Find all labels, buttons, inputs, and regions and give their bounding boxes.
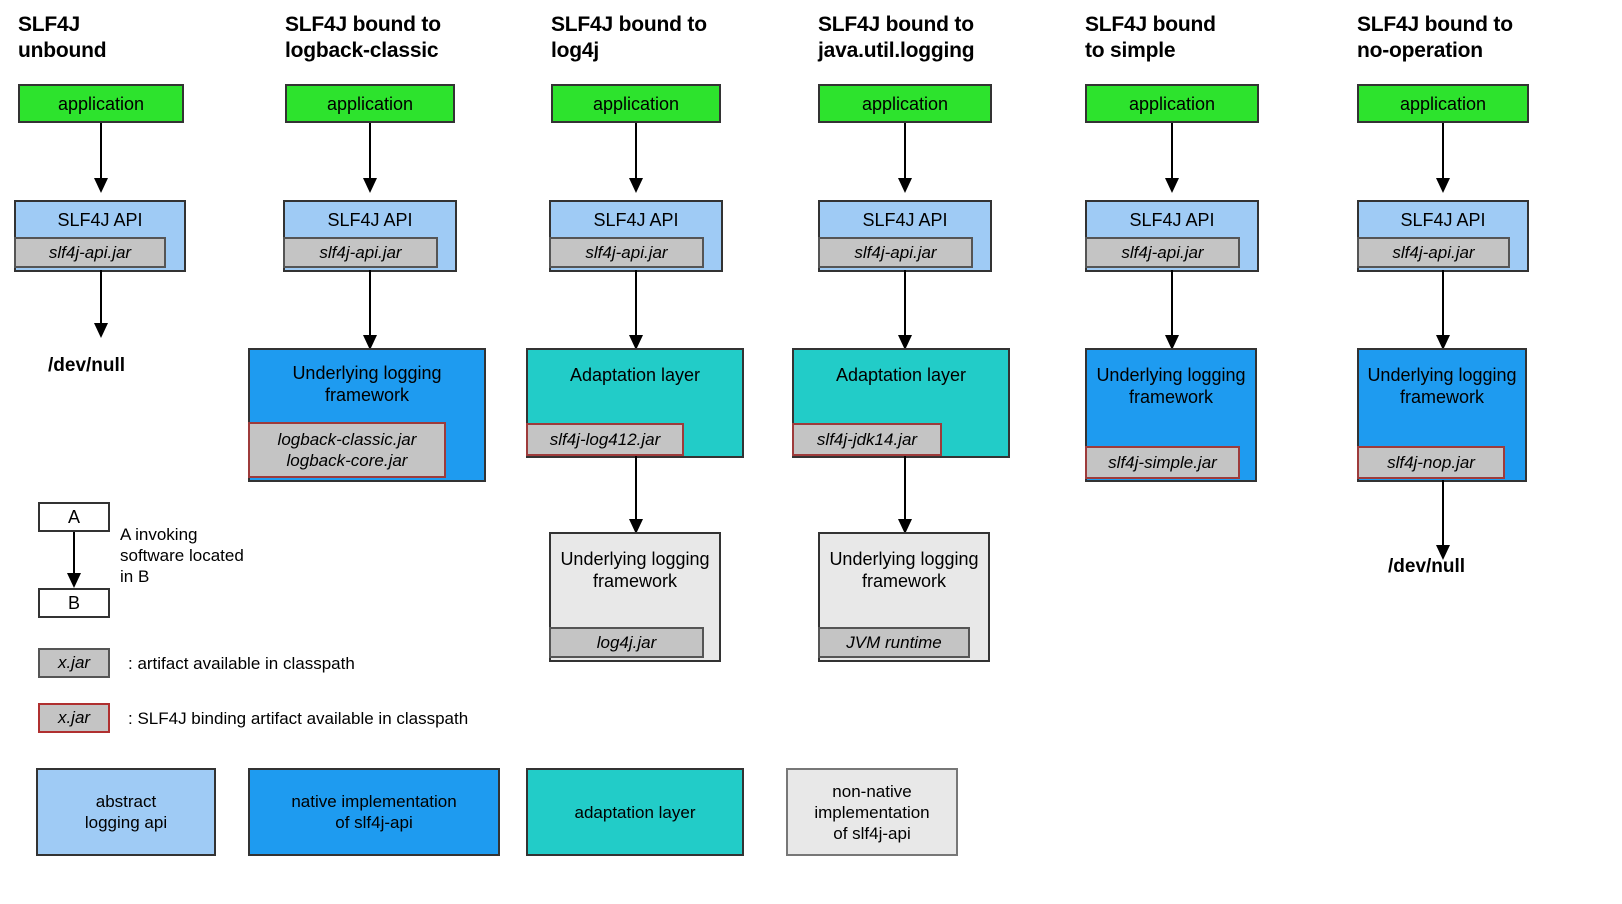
column-title-java-util-logging: SLF4J bound to java.util.logging [818,13,975,62]
box-underlying-framework-label: Underlying logging framework [560,549,710,591]
legend-chip-artifact: x.jar [38,648,110,678]
legend-swatch-adaptation-layer: adaptation layer [526,768,744,856]
jar-slf4j-api-log4j: slf4j-api.jar [549,237,704,268]
jar-slf4j-api-nop: slf4j-api.jar [1357,237,1510,268]
legend-box-b: B [38,588,110,618]
terminal-devnull-nop: /dev/null [1388,556,1466,577]
jar-slf4j-simple-simple: slf4j-simple.jar [1085,446,1240,479]
legend-swatch-abstract-logging-api: abstract logging api [36,768,216,856]
legend-artifact-text: : artifact available in classpath [128,654,355,673]
column-title-no-operation: SLF4J bound to no-operation [1357,13,1513,62]
legend-box-a: A [38,502,110,532]
box-application-jul: application [818,84,992,123]
jar-logback-logback: logback-classic.jar logback-core.jar [248,422,446,478]
legend-binding-artifact-text: : SLF4J binding artifact available in cl… [128,709,469,728]
box-slf4j-api-label: SLF4J API [593,210,679,230]
jar-slf4j-api-simple: slf4j-api.jar [1085,237,1240,268]
column-title-unbound: SLF4J unbound [18,13,107,62]
box-underlying-framework-label: Underlying logging framework [829,549,979,591]
jar-slf4j-api-logback: slf4j-api.jar [283,237,438,268]
jar-slf4j-jdk14-jul: slf4j-jdk14.jar [792,423,942,456]
box-underlying-framework-label: Underlying logging framework [292,363,442,405]
legend-swatch-non-native-implementation: non-native implementation of slf4j-api [786,768,958,856]
jar-log4j-log4j: log4j.jar [549,627,704,658]
column-title-log4j: SLF4J bound to log4j [551,13,707,62]
box-slf4j-api-label: SLF4J API [1129,210,1215,230]
box-underlying-framework-label: Underlying logging framework [1367,365,1517,407]
jar-jvm-runtime-jul: JVM runtime [818,627,970,658]
box-slf4j-api-label: SLF4J API [327,210,413,230]
box-application-logback: application [285,84,455,123]
column-title-logback-classic: SLF4J bound to logback-classic [285,13,441,62]
box-slf4j-api-label: SLF4J API [57,210,143,230]
box-slf4j-api-label: SLF4J API [1400,210,1486,230]
legend-invocation-note: A invoking software located in B [120,525,244,586]
jar-slf4j-api-jul: slf4j-api.jar [818,237,973,268]
box-application-simple: application [1085,84,1259,123]
legend-swatch-native-implementation: native implementation of slf4j-api [248,768,500,856]
column-title-simple: SLF4J bound to simple [1085,13,1216,62]
box-adaptation-layer-label: Adaptation layer [835,365,967,385]
box-application-nop: application [1357,84,1529,123]
legend-chip-binding-artifact: x.jar [38,703,110,733]
box-application-unbound: application [18,84,184,123]
jar-slf4j-api-unbound: slf4j-api.jar [14,237,166,268]
jar-slf4j-nop-nop: slf4j-nop.jar [1357,446,1505,479]
terminal-devnull-unbound: /dev/null [48,355,126,376]
box-adaptation-layer-label: Adaptation layer [569,365,701,385]
jar-slf4j-log4j12-log4j: slf4j-log412.jar [526,423,684,456]
box-application-log4j: application [551,84,721,123]
box-underlying-framework-label: Underlying logging framework [1096,365,1246,407]
box-slf4j-api-label: SLF4J API [862,210,948,230]
